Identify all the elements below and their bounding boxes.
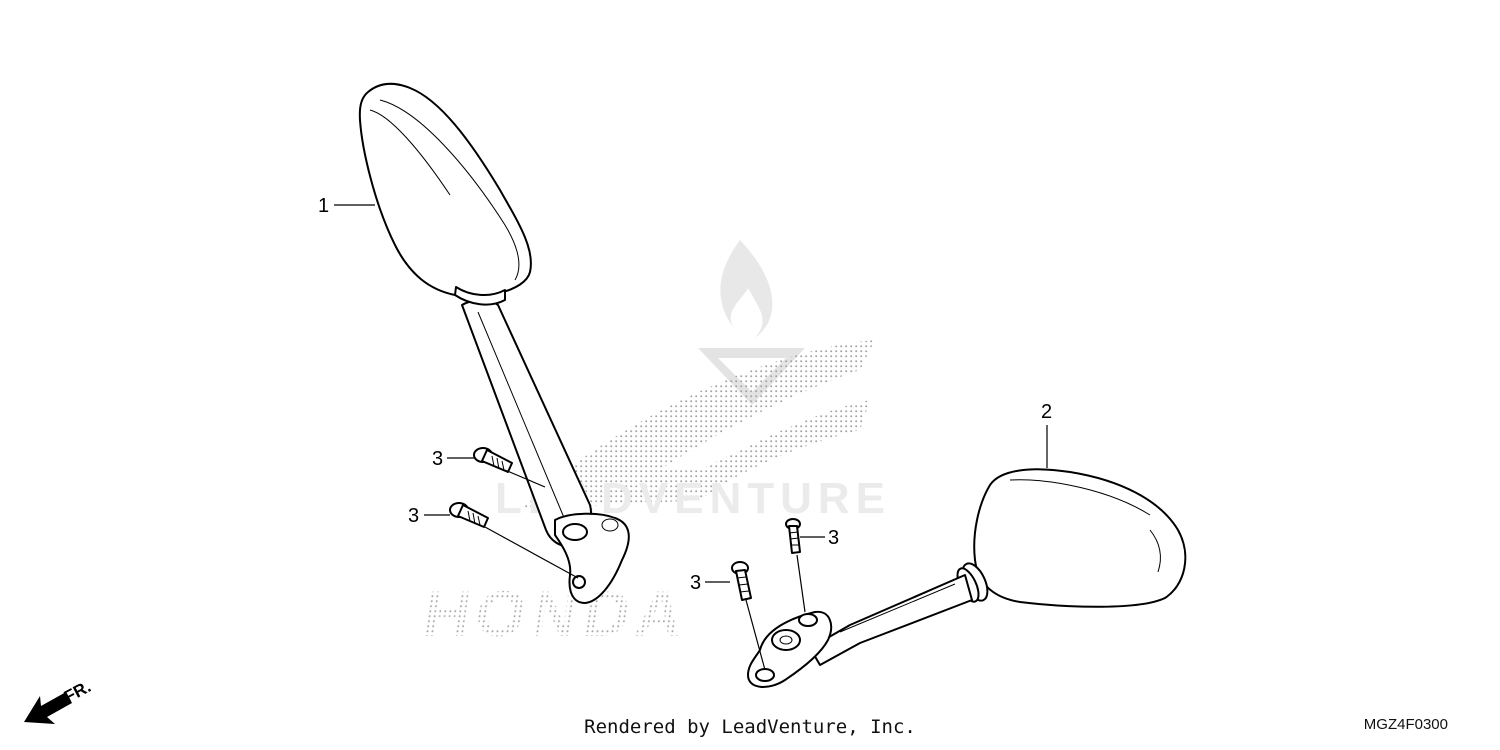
watermark-brand: HONDA <box>419 578 694 650</box>
callout-3c: 3 <box>828 527 839 549</box>
callout-3b: 3 <box>408 505 419 527</box>
watermark-flame-icon <box>720 240 773 338</box>
diagram-code: MGZ4F0300 <box>1363 716 1448 733</box>
mirror-left <box>358 82 630 604</box>
render-credit: Rendered by LeadVenture, Inc. <box>584 716 916 738</box>
callouts: 1 2 3 3 3 3 <box>318 195 1052 594</box>
callout-1: 1 <box>318 195 329 217</box>
callout-2: 2 <box>1041 401 1052 423</box>
leader-lines <box>334 204 1048 671</box>
bolt-b <box>449 502 489 528</box>
bolt-c <box>785 518 801 554</box>
mirror-right <box>747 468 1187 688</box>
bolt-a <box>473 447 513 473</box>
callout-3a: 3 <box>432 448 443 470</box>
bolt-d <box>731 561 752 601</box>
arrow-icon <box>24 692 72 724</box>
watermark-wing-icon <box>520 340 875 510</box>
callout-3d: 3 <box>690 572 701 594</box>
